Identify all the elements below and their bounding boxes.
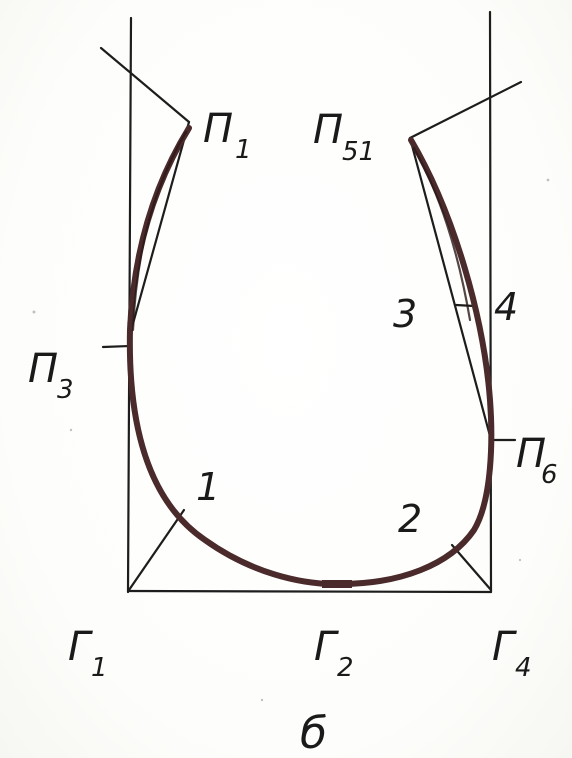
point-label-4: 4 — [494, 285, 518, 329]
g2-contact-mark — [322, 580, 352, 588]
bottom-baseline — [126, 589, 493, 594]
label-p3: П 3 — [28, 346, 74, 405]
p1-leader-line — [99, 46, 191, 124]
hull-outline-inner-stroke — [131, 130, 472, 332]
label-p1: П 1 — [203, 106, 252, 165]
svg-text:6: 6 — [541, 460, 558, 490]
svg-text:Г: Г — [314, 624, 339, 670]
label-g4: Г 4 — [492, 624, 532, 683]
point-label-2: 2 — [398, 497, 422, 541]
svg-text:П: П — [516, 431, 546, 477]
svg-text:4: 4 — [515, 653, 532, 683]
label-g2: Г 2 — [314, 624, 354, 683]
left-corner-brace — [127, 508, 186, 592]
svg-text:П: П — [313, 107, 343, 153]
label-p6: П 6 — [516, 431, 558, 490]
svg-text:Г: Г — [492, 624, 517, 670]
svg-text:П: П — [28, 346, 58, 392]
paper-specks — [32, 178, 550, 702]
svg-text:П: П — [203, 106, 233, 152]
point-label-1: 1 — [196, 465, 220, 509]
label-p51: П 51 — [313, 107, 375, 167]
right-corner-brace — [450, 543, 493, 592]
figure-caption: б — [300, 708, 327, 758]
svg-text:1: 1 — [235, 135, 252, 165]
p1-p3-chord — [127, 120, 191, 340]
svg-text:1: 1 — [91, 653, 108, 683]
point-3-4-tick — [454, 303, 476, 308]
svg-text:51: 51 — [342, 137, 375, 167]
point-label-3: 3 — [393, 292, 417, 336]
p3-tick — [101, 344, 131, 349]
svg-text:3: 3 — [57, 375, 74, 405]
svg-text:2: 2 — [337, 653, 354, 683]
label-g1: Г 1 — [68, 624, 108, 683]
svg-text:Г: Г — [68, 624, 93, 670]
p51-leader-line — [408, 80, 523, 140]
right-vertical-line — [488, 10, 493, 594]
p51-p6-chord — [408, 136, 492, 438]
